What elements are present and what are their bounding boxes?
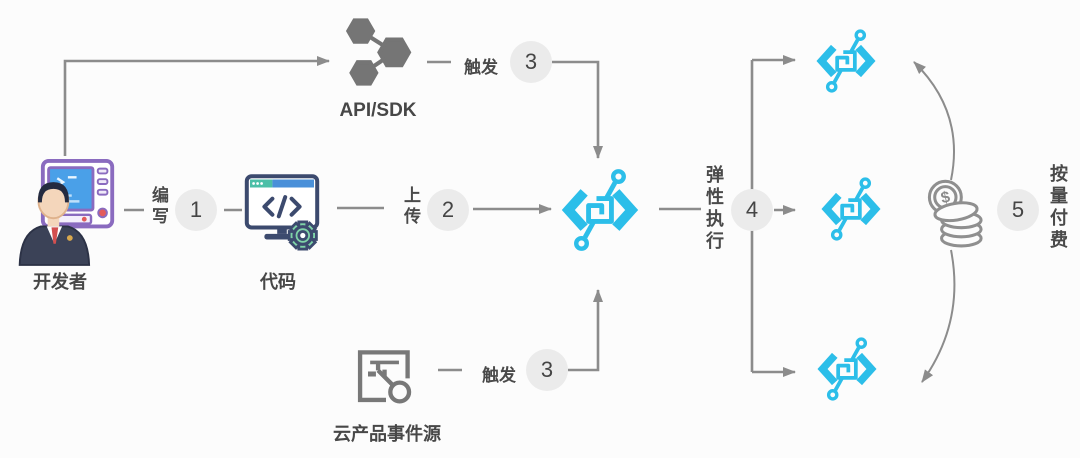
function-instance-icon-top bbox=[812, 27, 880, 95]
step-label-trigger-top: 触发 bbox=[464, 58, 498, 77]
step-number: 3 bbox=[540, 357, 554, 382]
document-key-icon bbox=[357, 350, 412, 404]
step-label-elastic-execution: 弹性执行 bbox=[704, 165, 724, 253]
coins-icon: $ bbox=[927, 179, 983, 248]
step-badge-2: 2 bbox=[427, 189, 469, 231]
step-label-upload: 上传 bbox=[401, 186, 420, 228]
event-source-label: 云产品事件源 bbox=[333, 424, 441, 444]
code-editor-gear-icon bbox=[244, 174, 320, 251]
code-label: 代码 bbox=[260, 272, 296, 292]
step-badge-4: 4 bbox=[731, 189, 773, 231]
step-label-write: 编写 bbox=[149, 186, 168, 228]
step-number: 1 bbox=[189, 197, 203, 222]
step-number: 2 bbox=[441, 197, 455, 222]
hexagon-network-icon bbox=[345, 18, 412, 86]
developer-label: 开发者 bbox=[33, 272, 87, 292]
step-badge-3-bottom: 3 bbox=[526, 349, 568, 391]
api-sdk-label: API/SDK bbox=[339, 100, 417, 121]
step-number: 5 bbox=[1011, 197, 1025, 222]
function-instance-icon-bottom bbox=[813, 335, 881, 403]
step-label-trigger-bottom: 触发 bbox=[482, 366, 516, 385]
dollar-glyph: $ bbox=[939, 189, 951, 207]
step-label-pay-per-use: 按量付费 bbox=[1048, 164, 1068, 252]
step-badge-5: 5 bbox=[997, 189, 1039, 231]
step-number: 4 bbox=[745, 197, 759, 222]
step-badge-1: 1 bbox=[175, 189, 217, 231]
serverless-function-icon bbox=[556, 166, 644, 254]
step-badge-3-top: 3 bbox=[510, 41, 552, 83]
step-number: 3 bbox=[524, 49, 538, 74]
developer-at-computer-icon bbox=[18, 158, 115, 266]
function-instance-icon-middle bbox=[817, 175, 885, 243]
